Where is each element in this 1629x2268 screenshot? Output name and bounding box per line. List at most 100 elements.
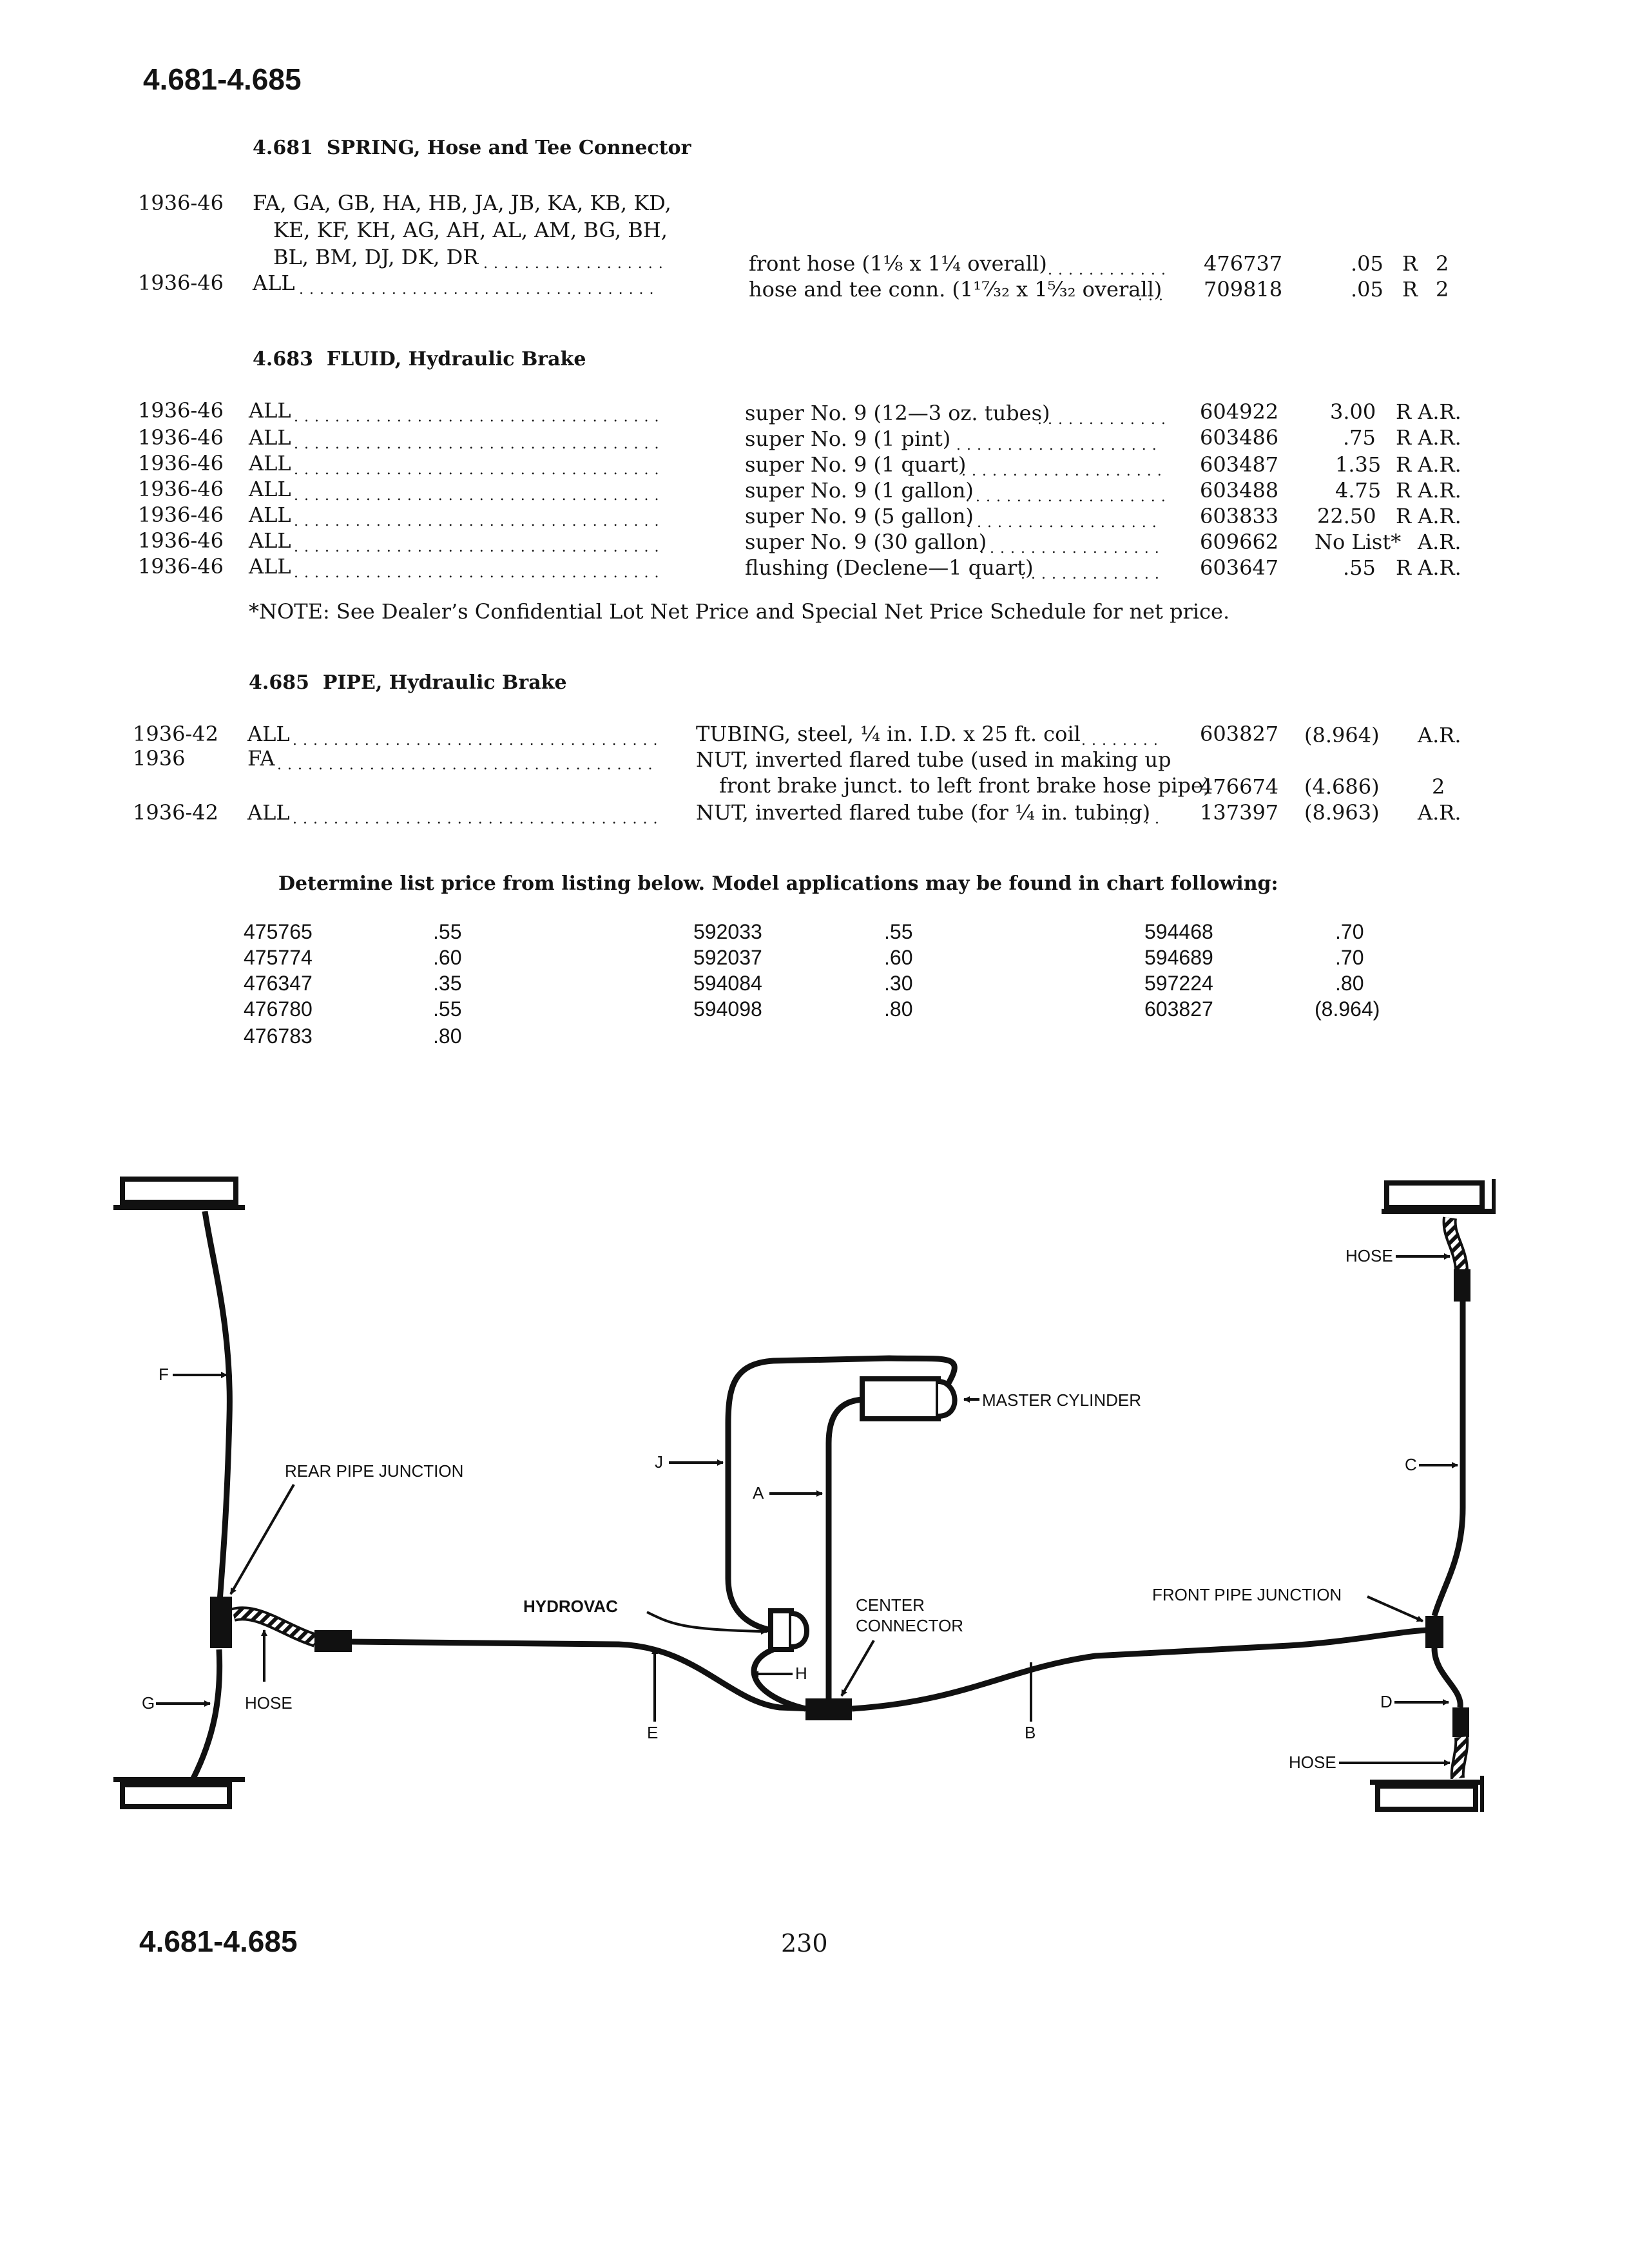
row-part-number: 137397 (1200, 800, 1279, 825)
label-hose-front-top: HOSE (1345, 1246, 1393, 1265)
row-code: R A.R. (1396, 478, 1461, 503)
label-j: J (655, 1452, 663, 1472)
row-part-number: 476674 (1200, 774, 1279, 799)
row-code: R A.R. (1396, 555, 1461, 580)
center-connector (805, 1698, 852, 1720)
row-qty: 2 (1432, 774, 1445, 799)
row-price: 22.50 (1317, 504, 1376, 528)
page-header-code: 4.681-4.685 (143, 62, 302, 96)
label-g: G (142, 1693, 155, 1713)
pipe-c (1431, 1302, 1466, 1617)
row-model: ALL (249, 398, 291, 423)
pipe-e (351, 1639, 813, 1712)
label-h: H (795, 1664, 807, 1683)
label-hose-rear: HOSE (245, 1693, 293, 1713)
pipe-b (851, 1627, 1431, 1712)
row-price: 4.75 (1335, 478, 1382, 503)
row-model: FA (247, 746, 275, 771)
price-list-part: 594098 (693, 997, 762, 1021)
row-models: BL, BM, DJ, DK, DR (273, 245, 479, 269)
row-code: R A.R. (1396, 504, 1461, 528)
row-price: (8.964) (1304, 723, 1380, 747)
label-hydrovac: HYDROVAC (523, 1597, 618, 1616)
row-description: hose and tee conn. (1¹⁷⁄₃₂ x 1⁵⁄₃₂ overa… (749, 277, 1162, 302)
pipe-j (725, 1355, 958, 1633)
row-description: super No. 9 (12—3 oz. tubes) (745, 401, 1050, 425)
row-code: R (1402, 251, 1418, 276)
price-list-part: 592033 (693, 920, 762, 943)
row-model: ALL (249, 528, 291, 553)
row-years: 1936-46 (138, 271, 224, 295)
price-list-part: 476347 (244, 972, 313, 995)
section-heading-4683: 4.683 FLUID, Hydraulic Brake (253, 348, 586, 370)
row-price: .55 (1343, 555, 1376, 580)
price-list-price: .80 (1335, 972, 1364, 995)
section-number: 4.681 (253, 137, 313, 159)
row-price: 3.00 (1330, 399, 1376, 424)
section-number: 4.685 (249, 671, 309, 694)
row-description: super No. 9 (1 pint) (745, 427, 951, 451)
row-part-number: 609662 (1200, 530, 1279, 554)
row-years: 1936 (133, 746, 186, 771)
row-part-number: 603488 (1200, 478, 1279, 503)
label-f: F (159, 1365, 169, 1384)
page-number: 230 (781, 1929, 828, 1957)
price-list-part: 476783 (244, 1024, 313, 1048)
section-title: FLUID, Hydraulic Brake (326, 348, 586, 370)
price-list-price: (8.964) (1315, 997, 1380, 1021)
section-title: PIPE, Hydraulic Brake (322, 671, 567, 694)
row-description: NUT, inverted flared tube (used in makin… (696, 747, 1171, 772)
pipe-a (825, 1396, 864, 1698)
row-years: 1936-46 (138, 398, 224, 423)
price-list-part: 476780 (244, 997, 313, 1021)
hydrovac (768, 1608, 809, 1652)
front-upper-hose-fitting (1454, 1269, 1470, 1302)
row-model: ALL (249, 554, 291, 579)
price-list-price: .60 (884, 946, 913, 969)
price-list-price: .35 (433, 972, 462, 995)
row-description: super No. 9 (5 gallon) (745, 504, 974, 528)
page-footer-code: 4.681-4.685 (139, 1925, 298, 1958)
row-description: super No. 9 (1 quart) (745, 452, 967, 477)
row-years: 1936-46 (138, 503, 224, 527)
row-models: FA, GA, GB, HA, HB, JA, JB, KA, KB, KD, (253, 191, 671, 215)
price-list-price: .55 (884, 920, 913, 943)
label-front-pipe-junction: FRONT PIPE JUNCTION (1152, 1585, 1342, 1604)
row-years: 1936-46 (138, 528, 224, 553)
row-model: ALL (249, 451, 291, 476)
label-d: D (1380, 1692, 1393, 1711)
row-code: R A.R. (1396, 425, 1461, 450)
row-model: ALL (249, 503, 291, 527)
row-part-number: 603827 (1200, 722, 1279, 746)
row-price: (8.963) (1304, 800, 1380, 825)
row-price: .05 (1351, 277, 1383, 302)
row-model: ALL (249, 477, 291, 501)
price-list-price: .55 (433, 920, 462, 943)
row-code: R A.R. (1396, 399, 1461, 424)
price-list-price: .60 (433, 946, 462, 969)
price-list-heading: Determine list price from listing below.… (278, 872, 1278, 895)
row-part-number: 603647 (1200, 555, 1279, 580)
label-master-cylinder: MASTER CYLINDER (982, 1390, 1141, 1410)
label-c: C (1405, 1455, 1417, 1474)
row-code: R A.R. (1396, 452, 1461, 477)
row-years: 1936-46 (138, 191, 224, 215)
label-b: B (1025, 1723, 1036, 1742)
row-part-number: 476737 (1204, 251, 1283, 276)
section-heading-4681: 4.681 SPRING, Hose and Tee Connector (253, 137, 691, 159)
row-price: No List* (1315, 530, 1402, 554)
row-price: (4.686) (1304, 774, 1380, 799)
price-list-part: 597224 (1144, 972, 1213, 995)
row-description: flushing (Declene—1 quart) (745, 555, 1034, 580)
price-list-part: 475774 (244, 946, 313, 969)
row-description: NUT, inverted flared tube (for ¼ in. tub… (696, 800, 1151, 825)
row-years: 1936-46 (138, 451, 224, 476)
row-part-number: 603486 (1200, 425, 1279, 450)
row-model: ALL (247, 722, 290, 746)
front-lower-wheel-cylinder (1370, 1776, 1484, 1812)
label-center-connector-line2: CONNECTOR (856, 1616, 963, 1635)
price-list-price: .70 (1335, 946, 1364, 969)
price-list-part: 594468 (1144, 920, 1213, 943)
label-center-connector: CENTER (856, 1595, 925, 1615)
